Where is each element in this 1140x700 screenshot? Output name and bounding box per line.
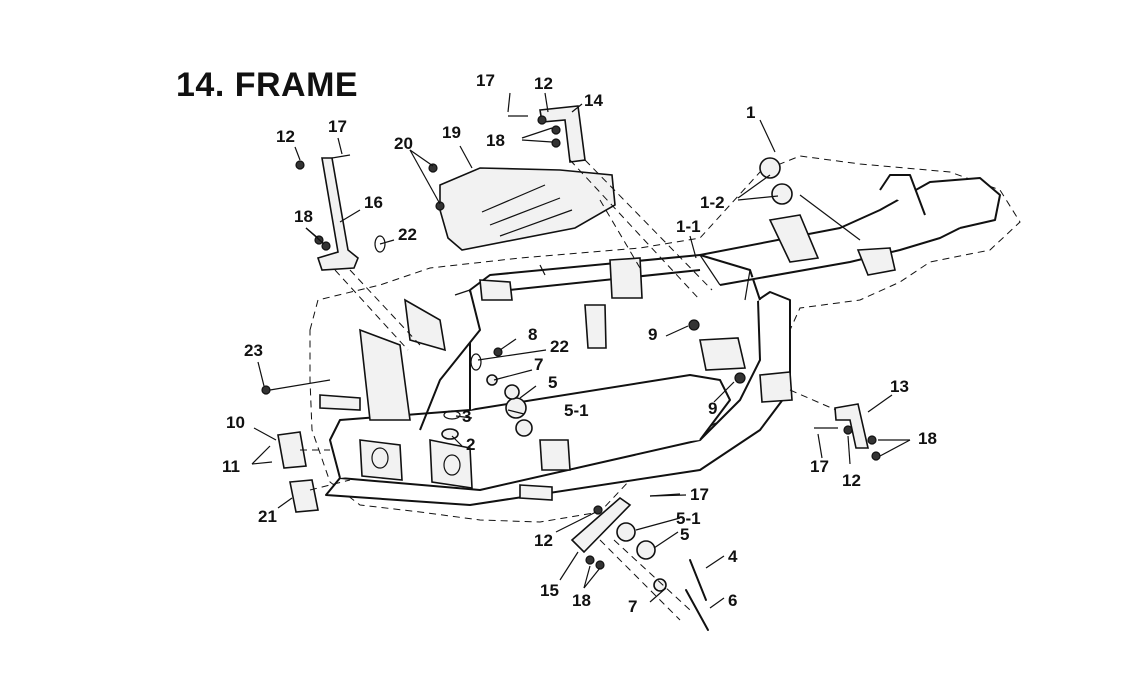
part-19-cover (439, 167, 616, 251)
diagram-title: 14. FRAME (176, 66, 359, 104)
callout-1-1: 1-1 (676, 217, 701, 236)
callout-12-bottom: 12 (534, 531, 553, 550)
callout-1-2: 1-2 (700, 193, 725, 212)
callout-20: 20 (394, 134, 413, 153)
part-14-bracket (539, 105, 586, 163)
callout-21: 21 (258, 507, 277, 526)
callout-labels: 1 1-2 1-1 20 19 17 12 14 18 12 17 16 18 … (222, 71, 937, 616)
fasteners (261, 115, 881, 631)
callout-22-left: 22 (398, 225, 417, 244)
callout-18-left: 18 (294, 207, 313, 226)
callout-7-bottom: 7 (628, 597, 637, 616)
callout-17-left: 17 (328, 117, 347, 136)
callout-10: 10 (226, 413, 245, 432)
callout-18-bottom: 18 (572, 591, 591, 610)
callout-9-lower: 9 (708, 399, 717, 418)
assembly-lines (300, 159, 837, 621)
callout-19: 19 (442, 123, 461, 142)
callout-5-1-bottom: 5-1 (676, 509, 701, 528)
callout-17-top: 17 (476, 71, 495, 90)
callout-14: 14 (584, 91, 603, 110)
callout-12-right: 12 (842, 471, 861, 490)
callout-13: 13 (890, 377, 909, 396)
callout-15: 15 (540, 581, 559, 600)
callout-7-mid: 7 (534, 355, 543, 374)
callout-17-bottom: 17 (690, 485, 709, 504)
callout-5-bottom: 5 (680, 525, 689, 544)
part-21-plate (289, 479, 319, 513)
callout-18-top: 18 (486, 131, 505, 150)
callout-22-mid: 22 (550, 337, 569, 356)
callout-23: 23 (244, 341, 263, 360)
leader-lines (251, 92, 911, 609)
callout-3: 3 (462, 407, 471, 426)
callout-11: 11 (222, 457, 240, 476)
part-13-bracket (834, 403, 870, 449)
callout-16: 16 (364, 193, 383, 212)
part-16-stay (316, 157, 359, 271)
callout-12-left: 12 (276, 127, 295, 146)
callout-9-upper: 9 (648, 325, 657, 344)
callout-6: 6 (728, 591, 737, 610)
callout-12-top: 12 (534, 74, 553, 93)
frame-assembly-outline (309, 155, 1021, 523)
callout-5-mid: 5 (548, 373, 557, 392)
main-frame (319, 174, 1001, 506)
callout-1: 1 (746, 103, 755, 122)
callout-17-right: 17 (810, 457, 829, 476)
callout-2: 2 (466, 435, 475, 454)
callout-5-1-mid: 5-1 (564, 401, 589, 420)
callout-18-right: 18 (918, 429, 937, 448)
part-15-link (570, 496, 632, 554)
callout-8: 8 (528, 325, 537, 344)
part-10-plate (277, 431, 307, 469)
callout-4: 4 (728, 547, 738, 566)
